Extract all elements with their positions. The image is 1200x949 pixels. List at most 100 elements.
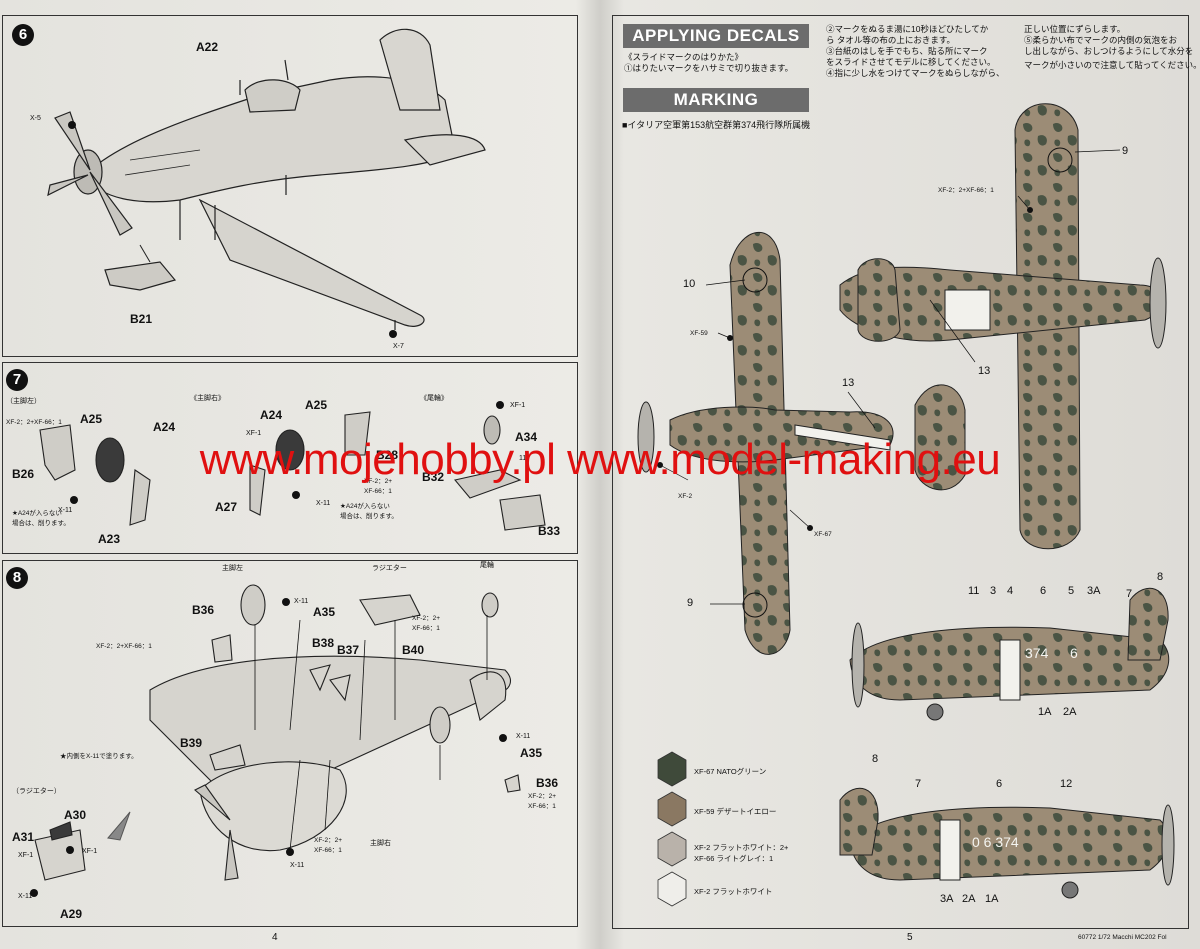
step7-frame <box>2 362 578 554</box>
decal-step-2b: ら タオル等の布の上におきます。 <box>826 35 956 45</box>
part-label-b26: B26 <box>12 467 35 481</box>
step6-badge: 6 <box>12 24 34 46</box>
page-number-4: 4 <box>272 932 278 943</box>
decal-step-2: ②マークをぬるま湯に10秒ほどひたしてか <box>826 24 989 34</box>
step6-aircraft-drawing <box>47 28 486 338</box>
paint-label-x11-radiator: X-11 <box>18 893 33 900</box>
decal-step-5: ⑤柔らかい布でマークの内側の気泡をお <box>1024 35 1178 45</box>
part-label-a24-right: A24 <box>260 408 283 422</box>
paint-step8-c: XF-2：2+ XF-66：1 <box>314 837 342 854</box>
unit-caption: ■イタリア空軍第153航空群第374飛行隊所属機 <box>622 120 811 130</box>
callout-1a: 1A <box>1038 706 1052 718</box>
callout-7-lower: 7 <box>915 778 922 790</box>
part-label-a25-right: A25 <box>305 398 328 412</box>
paint-label-x11-bottom: X-11 <box>290 862 305 869</box>
callout-3: 3 <box>990 585 997 597</box>
legend-xf67: XF-67 NATOグリーン <box>694 767 767 776</box>
part-label-b37: B37 <box>337 643 360 657</box>
part-label-b40: B40 <box>402 643 425 657</box>
part-label-a35-top: A35 <box>313 605 336 619</box>
watermark: www.mojehobby.pl www.model-making.eu <box>199 435 1001 484</box>
marking-aircraft-drawings <box>637 103 1175 899</box>
decals-jp-title: 《スライドマークのはりかた》 <box>624 52 744 62</box>
part-label-b28: B28 <box>376 448 399 462</box>
decal-step-3: ③台紙のはしを手でもち、貼る所にマーク <box>826 46 988 56</box>
paint-label-x5: X-5 <box>30 115 41 122</box>
legend-xf59: XF-59 デザートイエロー <box>694 807 777 816</box>
callout-1a-lower: 1A <box>985 893 999 905</box>
fuselage-code-lower: 0 6 374 <box>972 834 1019 850</box>
callout-12: 12 <box>1060 778 1073 790</box>
page-number-5: 5 <box>907 932 913 943</box>
step8-wing-drawing <box>30 584 521 897</box>
callout-7: 7 <box>1126 588 1133 600</box>
radiator-title: （ラジエター） <box>12 788 61 795</box>
paint-label-x7: X-7 <box>393 343 404 350</box>
part-label-a24-left: A24 <box>153 420 176 434</box>
paint-label-x11-right-gear: X-11 <box>516 733 531 740</box>
step7-badge: 7 <box>6 369 28 391</box>
callout-8: 8 <box>1157 571 1164 583</box>
radiator-label: ラジエター <box>372 565 407 572</box>
legend-swatches <box>657 751 687 907</box>
part-label-a27: A27 <box>215 500 238 514</box>
paint-label-11-tail: 11 <box>519 455 527 462</box>
part-label-a22: A22 <box>196 40 219 54</box>
paint-right-gear: XF-2：2+ XF-66：1 <box>364 478 392 495</box>
paint-step8-d: XF-2：2+ XF-66：1 <box>528 793 556 810</box>
part-label-b32: B32 <box>422 470 445 484</box>
paint-callout-xf67: XF-67 <box>814 531 832 538</box>
note-a24-right: ★A24が入らない 場合は、削ります。 <box>340 503 398 520</box>
callout-8-lower: 8 <box>872 753 879 765</box>
page-4: 6 <box>0 0 590 949</box>
decal-step-1: ①はりたいマークをハサミで切り抜きます。 <box>624 63 794 73</box>
step7-gear-drawings <box>39 401 546 531</box>
part-label-a23: A23 <box>98 532 121 546</box>
page5-frame <box>612 15 1189 929</box>
callout-6: 6 <box>1040 585 1047 597</box>
paint-label-xf1-right: XF-1 <box>246 430 262 437</box>
step6-frame <box>2 15 578 357</box>
part-label-b36-top: B36 <box>192 603 215 617</box>
page-5: APPLYING DECALS 《スライドマークのはりかた》 ①はりたいマークを… <box>600 0 1200 949</box>
callout-9-top: 9 <box>1122 145 1129 157</box>
right-gear-title: 《主脚右》 <box>190 395 225 402</box>
paint-label-xf1-radiator-b: XF-1 <box>82 848 98 855</box>
legend-xf2: XF-2 フラットホワイト <box>694 887 773 896</box>
decal-step-4b: 正しい位置にずらします。 <box>1024 24 1126 34</box>
paint-left-gear: XF-2：2+XF-66：1 <box>6 419 62 426</box>
step8-frame <box>2 560 578 927</box>
callout-5: 5 <box>1068 585 1075 597</box>
main-gear-left-label: 主脚左 <box>222 565 243 572</box>
paint-label-x11-left: X-11 <box>58 507 73 514</box>
part-label-b38: B38 <box>312 636 335 650</box>
callout-13-top: 13 <box>978 365 991 377</box>
part-label-b21: B21 <box>130 312 153 326</box>
paint-callout-xf59: XF-59 <box>690 330 708 337</box>
callout-2a-lower: 2A <box>962 893 976 905</box>
callout-9-bottom: 9 <box>687 597 694 609</box>
inner-paint-note: ★内側をX-11で塗ります。 <box>60 753 138 760</box>
paint-callout-xf2: XF-2 <box>678 493 693 500</box>
callout-3a-lower: 3A <box>940 893 954 905</box>
callout-3a: 3A <box>1087 585 1101 597</box>
legend-xf2-xf66: XF-2 フラットホワイト：2+ XF-66 ライトグレイ：1 <box>694 843 789 863</box>
main-gear-right-label: 主脚右 <box>370 840 391 847</box>
decal-step-5b: し出しながら、おしつけるようにして水分を <box>1024 46 1194 56</box>
callout-10: 10 <box>683 278 696 290</box>
paint-label-x11-top: X-11 <box>294 598 309 605</box>
callout-6-lower: 6 <box>996 778 1003 790</box>
paint-label-xf1-radiator-a: XF-1 <box>18 852 34 859</box>
paint-step8-a: XF-2：2+XF-66：1 <box>96 643 152 650</box>
part-label-a31: A31 <box>12 830 35 844</box>
footer-kit-code: 60772 1/72 Macchi MC202 Fol <box>1078 934 1167 941</box>
tail-wheel-label: 尾輪 <box>480 562 494 569</box>
decal-step-4: ④指に少し水をつけてマークをぬらしながら、 <box>826 68 1005 78</box>
callout-13-bottom: 13 <box>842 377 855 389</box>
marking-header: MARKING <box>623 88 809 112</box>
paint-callout-xf2-xf66: XF-2：2+XF-66：1 <box>938 187 994 194</box>
paint-label-xf1-tail: XF-1 <box>510 402 526 409</box>
left-gear-title: （主脚左） <box>6 398 41 405</box>
paint-step8-b: XF-2：2+ XF-66：1 <box>412 615 440 632</box>
